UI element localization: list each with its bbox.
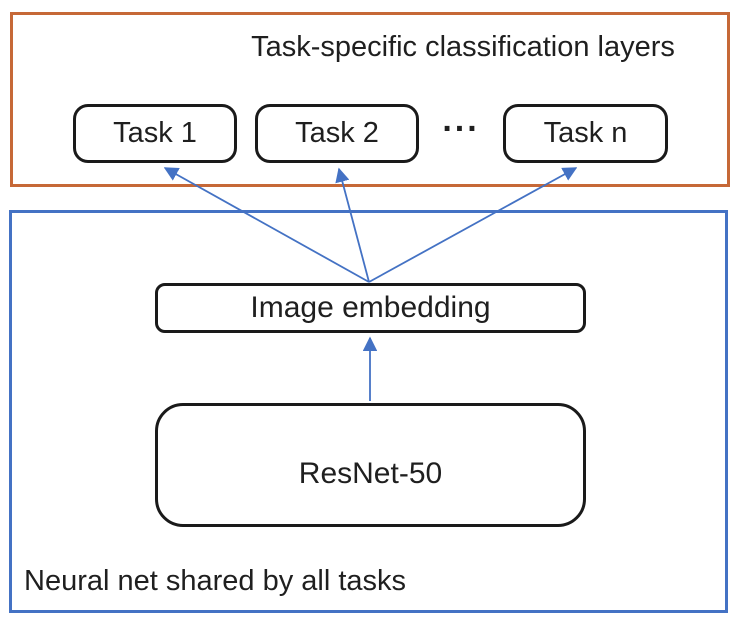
tasks-ellipsis-label: ... <box>442 101 480 139</box>
task-specific-layers-group: Task-specific classification layers Task… <box>10 12 730 187</box>
task-1-box: Task 1 <box>73 104 237 163</box>
resnet-50-box: ResNet-50 <box>155 403 586 527</box>
resnet-50-label: ResNet-50 <box>298 457 443 490</box>
shared-net-caption: Neural net shared by all tasks <box>24 565 407 597</box>
task-1-label: Task 1 <box>113 117 197 149</box>
task-2-box: Task 2 <box>255 104 419 163</box>
task-n-label: Task n <box>543 117 628 149</box>
task-n-box: Task n <box>503 104 668 163</box>
task-layers-title: Task-specific classification layers <box>251 31 675 63</box>
tasks-ellipsis: ... <box>419 101 503 163</box>
image-embedding-label: Image embedding <box>250 291 491 324</box>
task-2-label: Task 2 <box>295 117 379 149</box>
image-embedding-box: Image embedding <box>155 283 586 333</box>
shared-net-group: Image embedding ResNet-50 Neural net sha… <box>9 210 728 613</box>
